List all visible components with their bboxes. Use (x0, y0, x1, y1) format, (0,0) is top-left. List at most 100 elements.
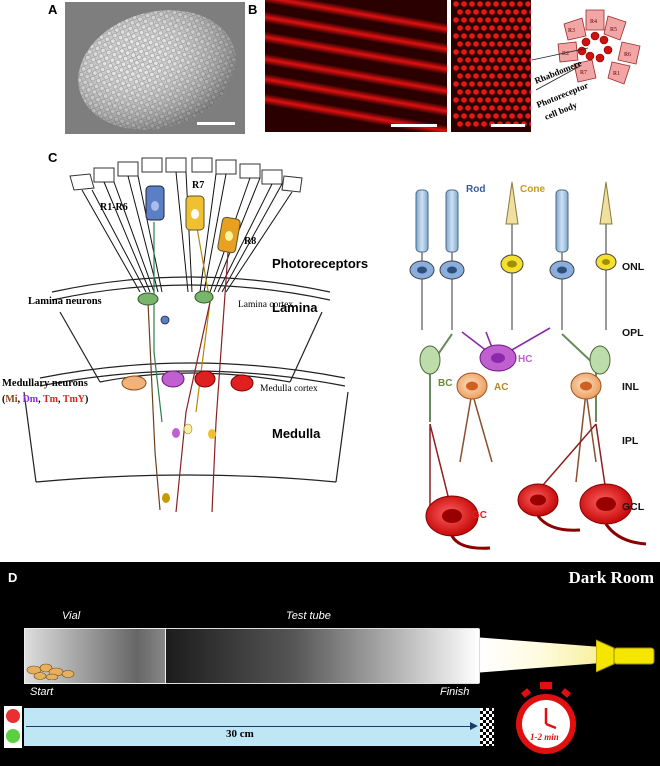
medulla-cortex-label: Medulla cortex (260, 384, 318, 394)
rhabdomere-dot (489, 9, 495, 15)
lamina-neurons-label: Lamina neurons (28, 296, 102, 307)
rhabdomere-dot (501, 113, 507, 119)
cell-label-r7: R7 (580, 70, 587, 76)
rhabdomere-dot (461, 17, 467, 23)
rhabdomere-dot (521, 89, 527, 95)
light-beam (480, 637, 598, 673)
rhabdomere-dot (513, 41, 519, 47)
rhabdomere-dot (457, 121, 463, 127)
rhabdomere-dot (465, 57, 471, 63)
rhabdomere-stripe (265, 0, 447, 37)
rhabdomere-dot (517, 113, 523, 119)
rhabdomere-dot (477, 97, 483, 103)
rhabdomere-dot (481, 121, 487, 127)
rhabdomere-dot (529, 9, 531, 15)
rhabdomere-dot (517, 49, 523, 55)
rhabdomere-dot (497, 9, 503, 15)
rhabdomere-dot (497, 73, 503, 79)
rhabdomere-dot (489, 89, 495, 95)
finish-label: Finish (440, 686, 470, 698)
rhabdomere-dot (493, 81, 499, 87)
retina-cross-section-stain-image (451, 0, 531, 132)
rhabdomere-dot (521, 41, 527, 47)
rhabdomere-dot (457, 9, 463, 15)
rhabdomere-dot (469, 81, 475, 87)
rhabdomere-dot (521, 57, 527, 63)
rhabdomere-dot (501, 17, 507, 23)
gcl-label: GCL (622, 501, 645, 513)
rhabdomere-dot (469, 17, 475, 23)
rhabdomere-dot (465, 105, 471, 111)
rhabdomere-dot (485, 81, 491, 87)
rhabdomere-dot (473, 41, 479, 47)
rhabdomere-dot (497, 105, 503, 111)
rhabdomere-dot (513, 9, 519, 15)
rhabdomere-dot (505, 73, 511, 79)
rhabdomere-dot (493, 113, 499, 119)
ipl-label: IPL (622, 435, 639, 447)
rhabdomere-dot (529, 25, 531, 31)
panel-label-b: B (248, 2, 258, 17)
track (24, 708, 480, 746)
rhabdomere-dot (521, 105, 527, 111)
distance-arrow-head (470, 722, 478, 730)
rhabdomere-dot (477, 81, 483, 87)
cell-label-r2: R2 (562, 51, 569, 57)
rhabdomere-dot (465, 73, 471, 79)
inl-label: INL (622, 381, 640, 393)
medullary-neurons-label: Medullary neurons (2, 378, 88, 389)
rhabdomere-dot (497, 25, 503, 31)
panel-label-c: C (48, 150, 58, 165)
scale-bar (197, 122, 235, 125)
rhabdomere-dot (485, 65, 491, 71)
rhabdomere-dot (473, 9, 479, 15)
rhabdomere-dot (465, 9, 471, 15)
rhabdomere-dot (493, 17, 499, 23)
rhabdomere-dot (477, 49, 483, 55)
rhabdomere-dot (473, 89, 479, 95)
gc-label: GC (472, 510, 487, 521)
rhabdomere-dot (465, 25, 471, 31)
rhabdomere-dot (505, 105, 511, 111)
rhabdomere-dot (521, 73, 527, 79)
rhabdomere-dot (481, 57, 487, 63)
r8-label: R8 (244, 236, 256, 247)
rhabdomere-dot (497, 41, 503, 47)
rhabdomere-dot (489, 105, 495, 111)
opl-label: OPL (622, 327, 644, 339)
rhabdomere-dot (525, 1, 531, 7)
rhabdomere-dot (497, 57, 503, 63)
rhabdomere-dot (493, 1, 499, 7)
panel-label-d: D (8, 570, 18, 585)
lamina-label: Lamina (272, 300, 318, 315)
cell-label-r5: R5 (610, 27, 617, 33)
rhabdomere-dot (481, 25, 487, 31)
rhabdomere-dot (505, 57, 511, 63)
rhabdomere-dot (485, 49, 491, 55)
rhabdomere-dot (481, 105, 487, 111)
rhabdomere-dot (505, 25, 511, 31)
rhabdomere-dot (485, 113, 491, 119)
flashlight-icon (596, 639, 655, 673)
rhabdomere-dot (509, 97, 515, 103)
rhabdomere-dot (469, 49, 475, 55)
rhabdomere-dot (501, 65, 507, 71)
rhabdomere-dot (473, 57, 479, 63)
test-tube-label: Test tube (286, 610, 331, 622)
rhabdomere-dot (493, 33, 499, 39)
medulla-label: Medulla (272, 426, 321, 441)
rhabdomere-dot (485, 33, 491, 39)
test-tube (140, 628, 480, 684)
rhabdomere-dot (517, 97, 523, 103)
rhabdomere-dot (453, 1, 459, 7)
rhabdomere-dot (469, 65, 475, 71)
rhabdomere-dot (457, 57, 463, 63)
rhabdomere-dot (529, 89, 531, 95)
rhabdomere-dot (517, 81, 523, 87)
medullary-neuron-types: (Mi, Dm, Tm, TmY) (2, 394, 88, 405)
rhabdomere-dot (485, 97, 491, 103)
time-label: 1-2 min (530, 732, 559, 742)
rhabdomere-dot (525, 33, 531, 39)
rhabdomere-dot (489, 25, 495, 31)
rhabdomere-dot (513, 73, 519, 79)
